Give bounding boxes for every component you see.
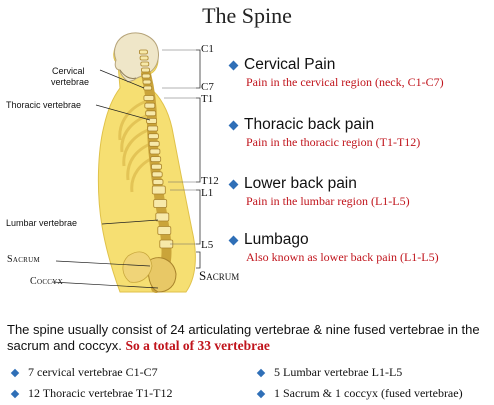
vertebra (139, 55, 149, 61)
vertebra (148, 140, 160, 147)
vertebra (153, 199, 168, 208)
list-item-sacrum-coccyx-count: 1 Sacrum & 1 coccyx (fused vertebrae) (256, 386, 463, 401)
diamond-bullet-icon (228, 235, 239, 246)
region-brackets (196, 49, 201, 269)
vertebra (140, 61, 150, 67)
section-heading: Lower back pain (244, 175, 357, 192)
marker-l1: L1 (201, 187, 214, 199)
marker-c7: C7 (201, 81, 214, 93)
section-description: Also known as lower back pain (L1-L5) (246, 250, 439, 264)
list-item-text: 5 Lumbar vertebrae L1-L5 (274, 365, 403, 379)
vertebra (151, 171, 163, 178)
vertebra (142, 79, 152, 85)
marker-t12: T12 (201, 175, 219, 187)
diamond-bullet-icon (228, 120, 239, 131)
spine-illustration: Cervical vertebrae Thoracic vertebrae Lu… (0, 30, 250, 300)
pelvis (122, 251, 153, 283)
diamond-bullet-icon (256, 389, 266, 398)
vertebra (152, 179, 164, 185)
section-heading: Thoracic back pain (244, 116, 375, 133)
marker-t1: T1 (201, 93, 214, 105)
vertebra (149, 148, 161, 155)
leader-lines (51, 69, 159, 289)
marker-sacrum: Sacrum (199, 268, 240, 283)
marker-l5: L5 (201, 239, 214, 251)
vertebra (141, 67, 150, 73)
list-item-text: 12 Thoracic vertebrae T1-T12 (28, 386, 173, 400)
spine-figure-svg (51, 32, 201, 293)
list-item-text: 7 cervical vertebrae C1-C7 (28, 365, 158, 379)
vertebra (155, 212, 170, 222)
vertebra (145, 110, 157, 117)
diamond-bullet-icon (256, 368, 266, 377)
vertebra (147, 125, 159, 132)
diamond-bullet-icon (10, 368, 20, 377)
vertebra (143, 85, 153, 91)
page-title: The Spine (202, 3, 292, 28)
summary-emphasis: So a total of 33 vertebrae (125, 338, 270, 353)
summary-text: The spine usually consist of 24 articula… (7, 322, 480, 353)
diamond-bullet-icon (228, 60, 239, 71)
vertebra (157, 226, 172, 235)
vertebra (141, 73, 151, 79)
label-lumbar-vertebrae: Lumbar vertebrae (6, 218, 78, 228)
list-item-lumbar-count: 5 Lumbar vertebrae L1-L5 (256, 365, 403, 380)
section-heading: Lumbago (244, 231, 309, 248)
vertebra (150, 156, 162, 162)
label-coccyx: Coccyx (30, 276, 63, 287)
vertebra (147, 133, 159, 140)
section-lower-back: Lower back pain Pain in the lumbar regio… (228, 175, 492, 209)
vertebra (151, 163, 162, 170)
diamond-bullet-icon (228, 179, 239, 190)
section-description: Pain in the cervical region (neck, C1-C7… (246, 75, 444, 89)
marker-c1: C1 (201, 43, 214, 55)
section-description: Pain in the thoracic region (T1-T12) (246, 135, 421, 149)
list-item-thoracic-count: 12 Thoracic vertebrae T1-T12 (10, 386, 173, 401)
vertebra (138, 49, 148, 55)
marker-dashes (162, 49, 196, 245)
sacrum-bone (147, 257, 177, 293)
section-heading: Cervical Pain (244, 56, 336, 73)
ribs (118, 98, 159, 193)
summary-paragraph: The spine usually consist of 24 articula… (7, 322, 491, 354)
label-cervical-vertebrae-line1: Cervical (52, 66, 85, 76)
jaw (119, 69, 137, 79)
vertebrae-group (138, 49, 174, 249)
vertebra (143, 95, 155, 101)
list-item-text: 1 Sacrum & 1 coccyx (fused vertebrae) (274, 386, 463, 400)
section-description: Pain in the lumbar region (L1-L5) (246, 194, 410, 208)
section-thoracic: Thoracic back pain Pain in the thoracic … (228, 116, 492, 150)
vertebra (144, 102, 156, 109)
section-cervical: Cervical Pain Pain in the cervical regio… (228, 56, 492, 90)
section-lumbago: Lumbago Also known as lower back pain (L… (228, 231, 492, 265)
label-cervical-vertebrae-line2: vertebrae (51, 77, 90, 87)
label-thoracic-vertebrae: Thoracic vertebrae (6, 100, 82, 110)
label-sacrum: Sacrum (7, 254, 41, 265)
list-item-cervical-count: 7 cervical vertebrae C1-C7 (10, 365, 158, 380)
diamond-bullet-icon (10, 389, 20, 398)
vertebra (151, 185, 166, 195)
